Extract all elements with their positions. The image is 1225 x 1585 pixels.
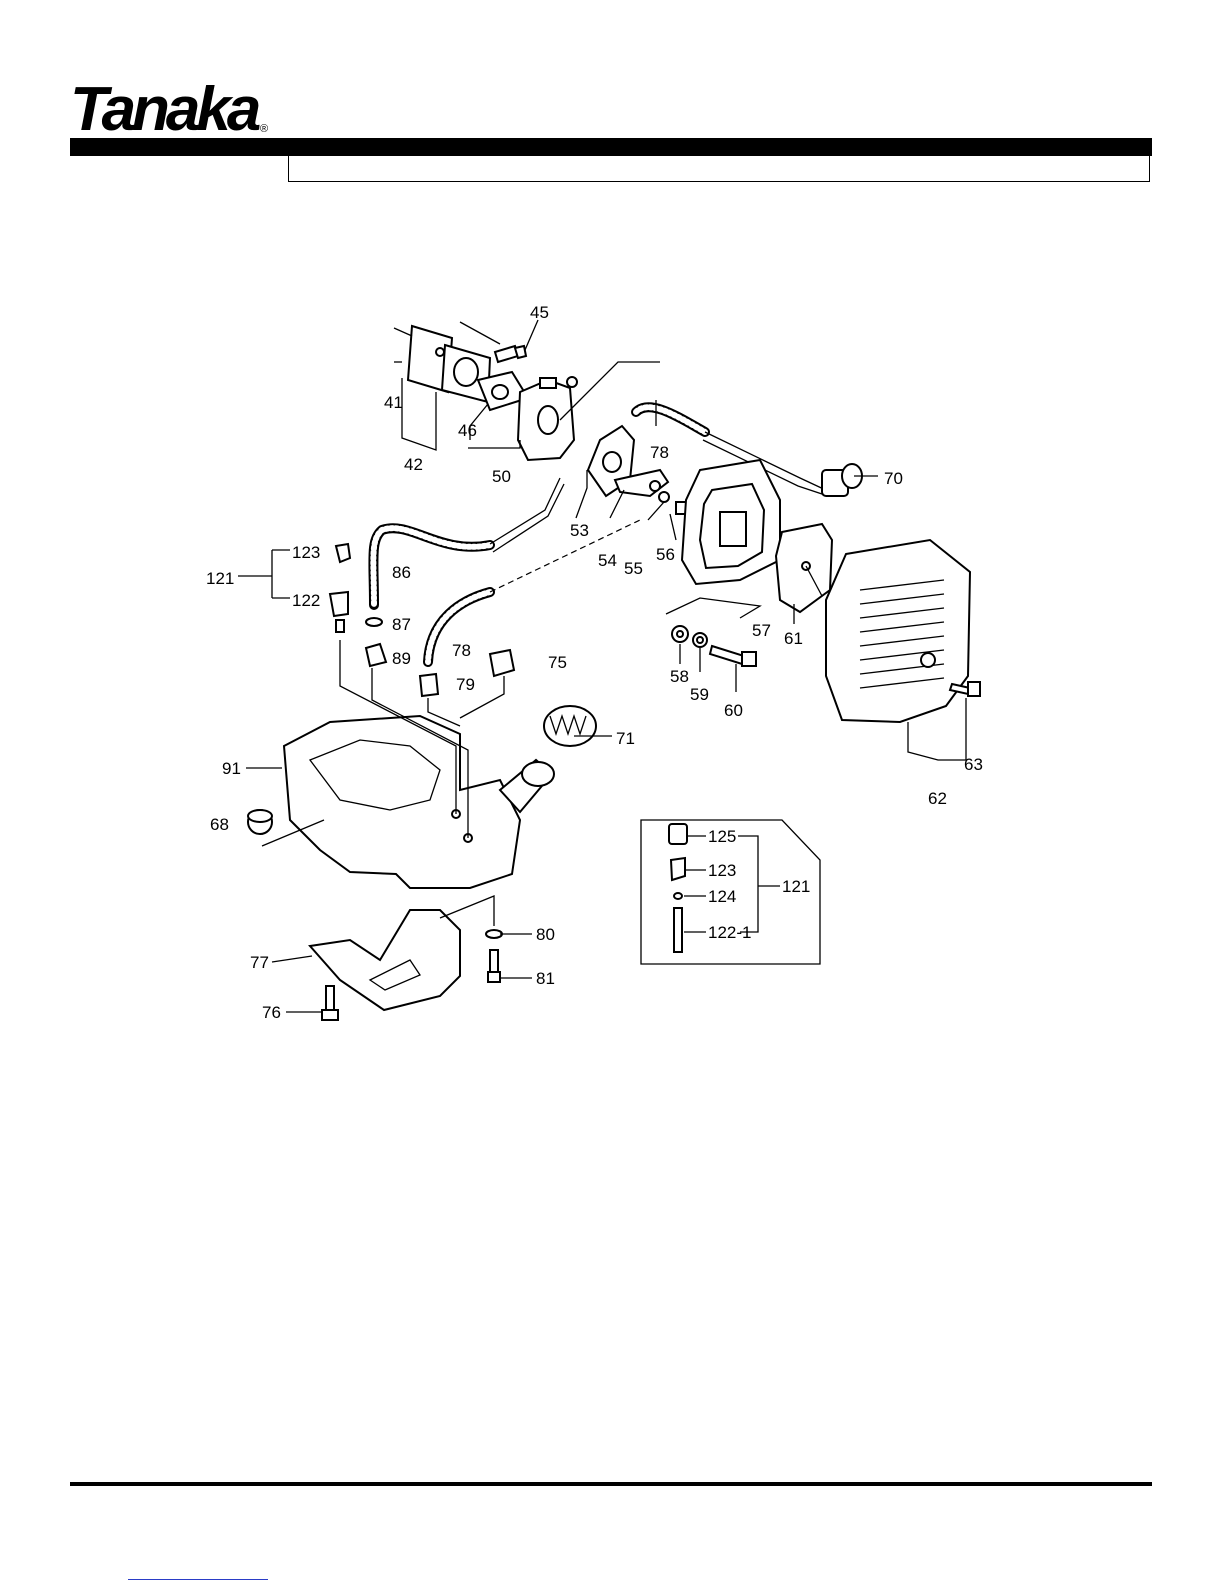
callout-57: 57 (752, 621, 771, 640)
bolt-81-part (488, 950, 500, 982)
grommet-79-part (420, 674, 438, 696)
vent-123-part (336, 544, 350, 562)
callout-89: 89 (392, 649, 411, 668)
callout-79: 79 (456, 675, 475, 694)
callout-71: 71 (616, 729, 635, 748)
grommet-68-part (248, 810, 272, 834)
callout-122-1: 122-1 (708, 923, 751, 942)
callout-54: 54 (598, 551, 617, 570)
cleaner-cover-part (826, 540, 970, 722)
callout-61: 61 (784, 629, 803, 648)
callout-81: 81 (536, 969, 555, 988)
callout-87: 87 (392, 615, 411, 634)
callout-42: 42 (404, 455, 423, 474)
washer-58-part (672, 626, 688, 642)
filter-element-part (776, 524, 832, 612)
callout-76: 76 (262, 1003, 281, 1022)
carburetor-part (518, 377, 577, 460)
callout-91: 91 (222, 759, 241, 778)
callout-46: 46 (458, 421, 477, 440)
footer-link-underline[interactable] (128, 1579, 268, 1580)
washer-59-part (693, 633, 707, 647)
callout-78-top: 78 (650, 443, 669, 462)
retainer-75-part (490, 650, 514, 676)
callout-62: 62 (928, 789, 947, 808)
washer-80-part (486, 930, 502, 938)
callout-86: 86 (392, 563, 411, 582)
primer-pump-part (822, 464, 862, 496)
callout-55: 55 (624, 559, 643, 578)
air-cleaner-body-part (682, 460, 780, 584)
o-ring-55-part (659, 492, 669, 502)
callout-56: 56 (656, 545, 675, 564)
callout-70: 70 (884, 469, 903, 488)
callout-123-left: 123 (292, 543, 320, 562)
callout-58: 58 (670, 667, 689, 686)
callout-80: 80 (536, 925, 555, 944)
fuel-tank-part (284, 716, 520, 888)
callout-50: 50 (492, 467, 511, 486)
callout-121-left: 121 (206, 569, 234, 588)
callout-53: 53 (570, 521, 589, 540)
callout-60: 60 (724, 701, 743, 720)
footer-rule (70, 1482, 1152, 1486)
callout-124: 124 (708, 887, 736, 906)
clip-87-part (366, 618, 382, 626)
callout-78-mid: 78 (452, 641, 471, 660)
callout-59: 59 (690, 685, 709, 704)
bolt-45-part (495, 346, 526, 362)
callout-77: 77 (250, 953, 269, 972)
bolt-60-part (710, 646, 756, 666)
callout-75: 75 (548, 653, 567, 672)
callout-122: 122 (292, 591, 320, 610)
bolt-76-part (322, 986, 338, 1020)
callout-41: 41 (384, 393, 403, 412)
callout-68: 68 (210, 815, 229, 834)
fuel-filter-part (366, 644, 386, 666)
callout-125: 125 (708, 827, 736, 846)
callout-63: 63 (964, 755, 983, 774)
callout-45: 45 (530, 303, 549, 322)
tank-cap-part (544, 706, 596, 746)
callout-121-inset: 121 (782, 877, 810, 896)
callout-123-inset: 123 (708, 861, 736, 880)
vent-122-part (330, 592, 348, 632)
